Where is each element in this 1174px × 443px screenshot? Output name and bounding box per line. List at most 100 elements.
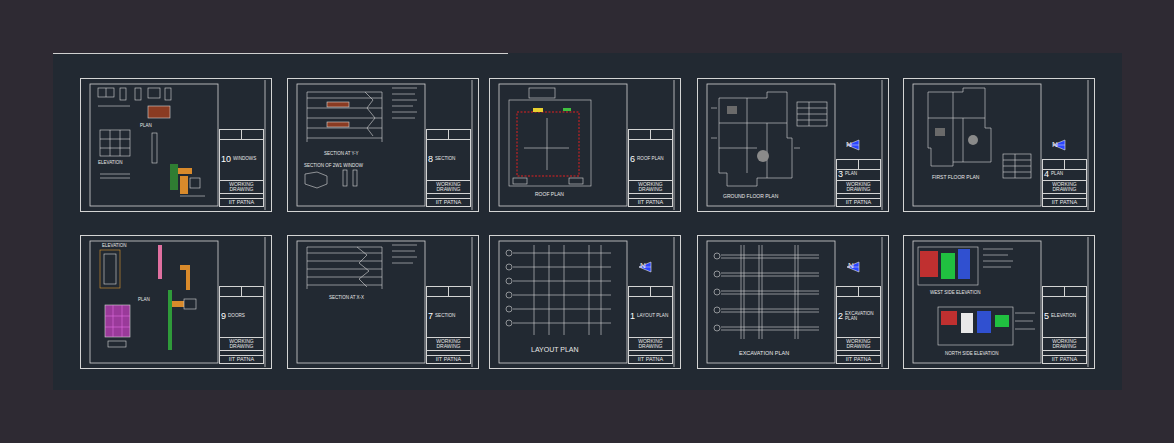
title-row: WORKING DRAWING xyxy=(220,338,263,351)
scale-row xyxy=(837,351,880,356)
title-header-cells xyxy=(427,287,470,297)
drawing-sheet: EXCAVATION PLAN2EXCAVATION PLANWORKING D… xyxy=(697,235,889,369)
drawing-sheet: WEST SIDE ELEVATIONNORTH SIDE ELEVATION5… xyxy=(903,235,1095,369)
title-header-cells xyxy=(629,130,672,140)
title-row: IIT PATNA xyxy=(220,199,263,207)
institute-name: IIT PATNA xyxy=(1044,200,1085,206)
title-row: 3PLAN xyxy=(837,170,880,181)
sheet-name: DOORS xyxy=(228,314,262,319)
title-row: WORKING DRAWING xyxy=(427,338,470,351)
title-row: WORKING DRAWING xyxy=(220,181,263,194)
drawing-sheet: ELEVATIONPLAN10WINDOWSWORKING DRAWINGIIT… xyxy=(80,78,272,212)
sheet-name: WINDOWS xyxy=(233,157,262,162)
drawing-sheet: FIRST FLOOR PLAN4PLANWORKING DRAWINGIIT … xyxy=(903,78,1095,212)
sheet-number: 6 xyxy=(630,155,635,164)
sheet-name: ELEVATION xyxy=(1051,314,1085,319)
title-row: IIT PATNA xyxy=(629,199,672,207)
title-row: WORKING DRAWING xyxy=(427,181,470,194)
title-row: WORKING DRAWING xyxy=(837,338,880,351)
title-header-cells xyxy=(837,287,880,297)
sheet-number: 8 xyxy=(428,155,433,164)
drawing-caption: NORTH SIDE ELEVATION xyxy=(944,352,1000,357)
title-block: 7SECTIONWORKING DRAWINGIIT PATNA xyxy=(426,286,471,364)
scale-row xyxy=(837,194,880,199)
drawing-type: WORKING DRAWING xyxy=(838,182,879,192)
scale-row xyxy=(1043,194,1086,199)
title-row: IIT PATNA xyxy=(837,356,880,364)
scale-row xyxy=(427,194,470,199)
scale-row xyxy=(629,351,672,356)
drawing-caption: EXCAVATION PLAN xyxy=(738,351,790,357)
drawing-caption: ELEVATION xyxy=(101,244,128,249)
title-block: 5ELEVATIONWORKING DRAWINGIIT PATNA xyxy=(1042,286,1087,364)
scale-row xyxy=(629,194,672,199)
title-row: WORKING DRAWING xyxy=(629,181,672,194)
drawing-caption: SECTION AT X-X xyxy=(328,296,365,301)
title-header-cells xyxy=(629,287,672,297)
title-row: IIT PATNA xyxy=(1043,356,1086,364)
institute-name: IIT PATNA xyxy=(838,357,879,363)
drawing-type: WORKING DRAWING xyxy=(221,339,262,349)
institute-name: IIT PATNA xyxy=(1044,357,1085,363)
sheet-name: PLAN xyxy=(1051,172,1085,177)
sheet-number: 4 xyxy=(1044,170,1049,179)
north-label: N xyxy=(639,262,647,270)
sheet-number: 7 xyxy=(428,312,433,321)
title-block: 2EXCAVATION PLAN WORKING DRAWING IIT PATNA xyxy=(836,286,881,364)
sheet-number: 2 xyxy=(838,312,843,321)
drawing-caption: SECTION AT Y-Y xyxy=(323,152,360,157)
sheet-number: 9 xyxy=(221,312,226,321)
title-row: 4PLAN xyxy=(1043,170,1086,181)
drawing-type: WORKING DRAWING xyxy=(221,182,262,192)
title-row: 10WINDOWS xyxy=(220,140,263,181)
drawing-caption: PLAN xyxy=(139,124,153,129)
drawing-type: WORKING DRAWING xyxy=(630,339,671,349)
drawing-caption: FIRST FLOOR PLAN xyxy=(931,175,980,180)
drawing-sheet: GROUND FLOOR PLAN3PLANWORKING DRAWINGIIT… xyxy=(697,78,889,212)
title-block: 1LAYOUT PLAN WORKING DRAWING IIT PATNA xyxy=(628,286,673,364)
sheet-number: 10 xyxy=(221,155,231,164)
north-label: N xyxy=(845,141,853,149)
title-block: 3PLANWORKING DRAWING IIT PATNA xyxy=(836,159,881,207)
drawing-type: WORKING DRAWING xyxy=(838,339,879,349)
sheet-name: LAYOUT PLAN xyxy=(637,314,671,319)
title-header-cells xyxy=(427,130,470,140)
north-label: N xyxy=(847,262,855,270)
drawing-sheet: SECTION AT X-X7SECTIONWORKING DRAWINGIIT… xyxy=(287,235,479,369)
title-block: 8SECTIONWORKING DRAWING IIT PATNA xyxy=(426,129,471,207)
sheet-name: EXCAVATION PLAN xyxy=(845,312,879,321)
sheet-name: ROOF PLAN xyxy=(637,157,671,162)
drawing-caption: LAYOUT PLAN xyxy=(530,346,580,353)
title-row: 5ELEVATION xyxy=(1043,297,1086,338)
title-row: 7SECTION xyxy=(427,297,470,338)
north-label: N xyxy=(1051,141,1059,149)
sheet-number: 5 xyxy=(1044,312,1049,321)
drawing-type: WORKING DRAWING xyxy=(1044,182,1085,192)
title-block: 6ROOF PLAN WORKING DRAWING IIT PATNA xyxy=(628,129,673,207)
institute-name: IIT PATNA xyxy=(428,200,469,206)
title-row: WORKING DRAWING xyxy=(1043,181,1086,194)
institute-name: IIT PATNA xyxy=(221,200,262,206)
institute-name: IIT PATNA xyxy=(221,357,262,363)
scale-row xyxy=(220,351,263,356)
title-row: IIT PATNA xyxy=(837,199,880,207)
institute-name: IIT PATNA xyxy=(428,357,469,363)
title-row: 8SECTION xyxy=(427,140,470,181)
sheet-number: 1 xyxy=(630,312,635,321)
title-row: 9DOORS xyxy=(220,297,263,338)
model-space xyxy=(53,53,1122,390)
drawing-caption: SECTION OF 2W1 WINDOW xyxy=(303,164,364,169)
drawing-sheet: ELEVATIONPLAN9DOORSWORKING DRAWINGIIT PA… xyxy=(80,235,272,369)
title-header-cells xyxy=(220,287,263,297)
institute-name: IIT PATNA xyxy=(838,200,879,206)
sheet-name: PLAN xyxy=(845,172,879,177)
title-row: IIT PATNA xyxy=(629,356,672,364)
drawing-type: WORKING DRAWING xyxy=(428,339,469,349)
sheet-name: SECTION xyxy=(435,314,469,319)
drawing-type: WORKING DRAWING xyxy=(428,182,469,192)
drawing-caption: ROOF PLAN xyxy=(534,192,565,197)
scale-row xyxy=(427,351,470,356)
title-header-cells xyxy=(837,160,880,170)
